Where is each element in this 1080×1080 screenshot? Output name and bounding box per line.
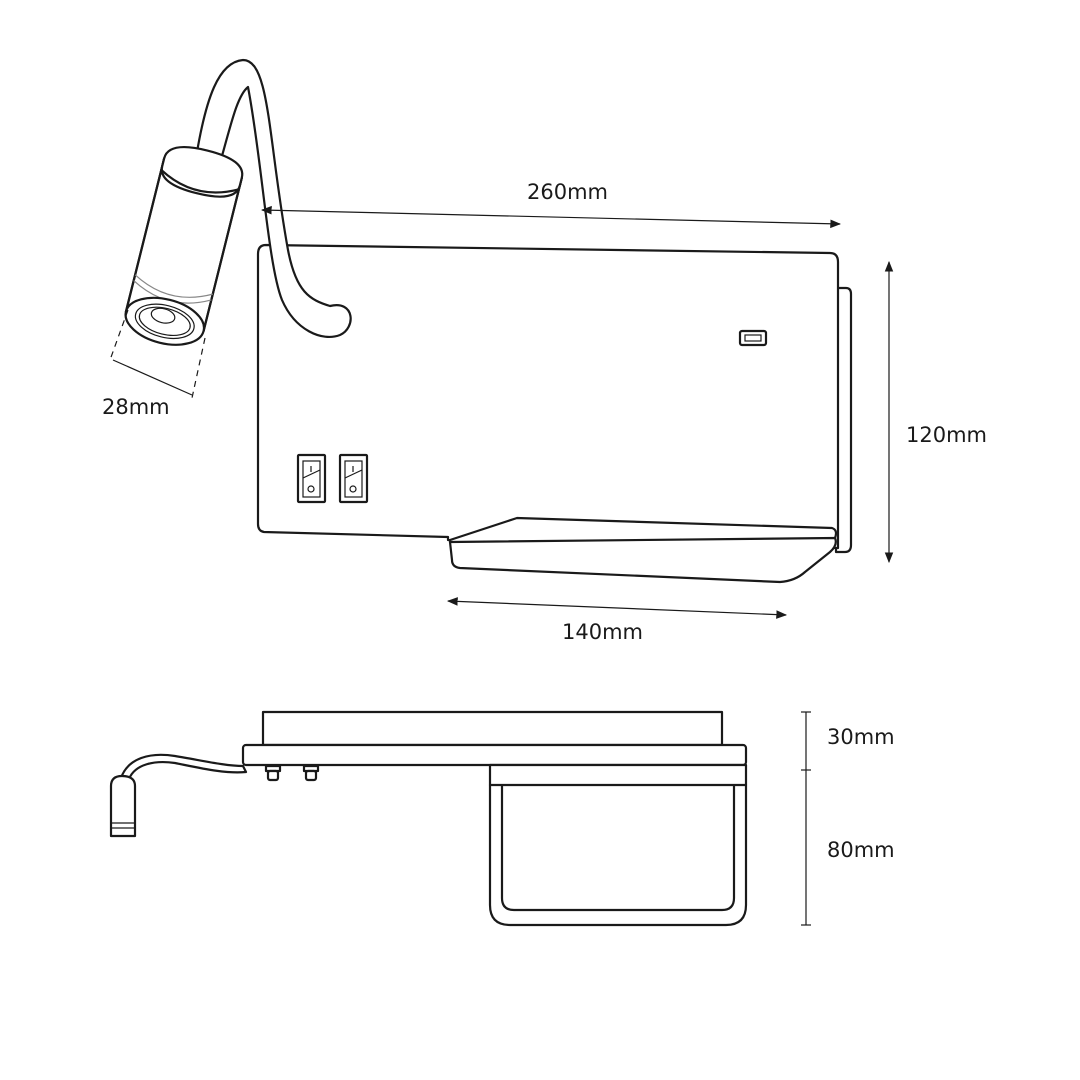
shelf-depth-label: 80mm: [827, 838, 895, 862]
lamp-diameter-dimension-line: [112, 359, 193, 396]
height-label: 120mm: [906, 423, 987, 447]
shelf-width-dimension-line: [446, 597, 788, 619]
side-view: 30mm 80mm: [109, 710, 895, 927]
main-panel: [256, 243, 840, 550]
shelf-width-label: 140mm: [562, 620, 643, 644]
lamp-head: [124, 145, 244, 346]
shelf-front: [448, 536, 837, 584]
side-shelf-frame: [488, 763, 748, 927]
side-lamp-body: [109, 774, 137, 838]
switch-left: [296, 453, 327, 504]
side-knob-2: [302, 764, 320, 782]
front-view: 28mm 260mm 120mm 140mm: [102, 58, 987, 644]
side-cable: [119, 753, 248, 781]
gooseneck-arm: [195, 58, 352, 339]
lamp-extension-line-left: [109, 309, 129, 361]
width-dimension-line: [260, 205, 842, 229]
switch-right: [338, 453, 369, 504]
lamp-diameter-label: 28mm: [102, 395, 170, 419]
lamp-extension-line-right: [191, 337, 206, 399]
usb-port-slot: [744, 334, 762, 342]
plate-depth-label: 30mm: [827, 725, 895, 749]
width-label: 260mm: [527, 180, 608, 204]
usb-port-icon: [738, 329, 768, 347]
side-plate: [241, 743, 748, 767]
side-back-box: [261, 710, 724, 747]
back-mount-plate: [834, 286, 853, 554]
side-knob-1: [264, 764, 282, 782]
